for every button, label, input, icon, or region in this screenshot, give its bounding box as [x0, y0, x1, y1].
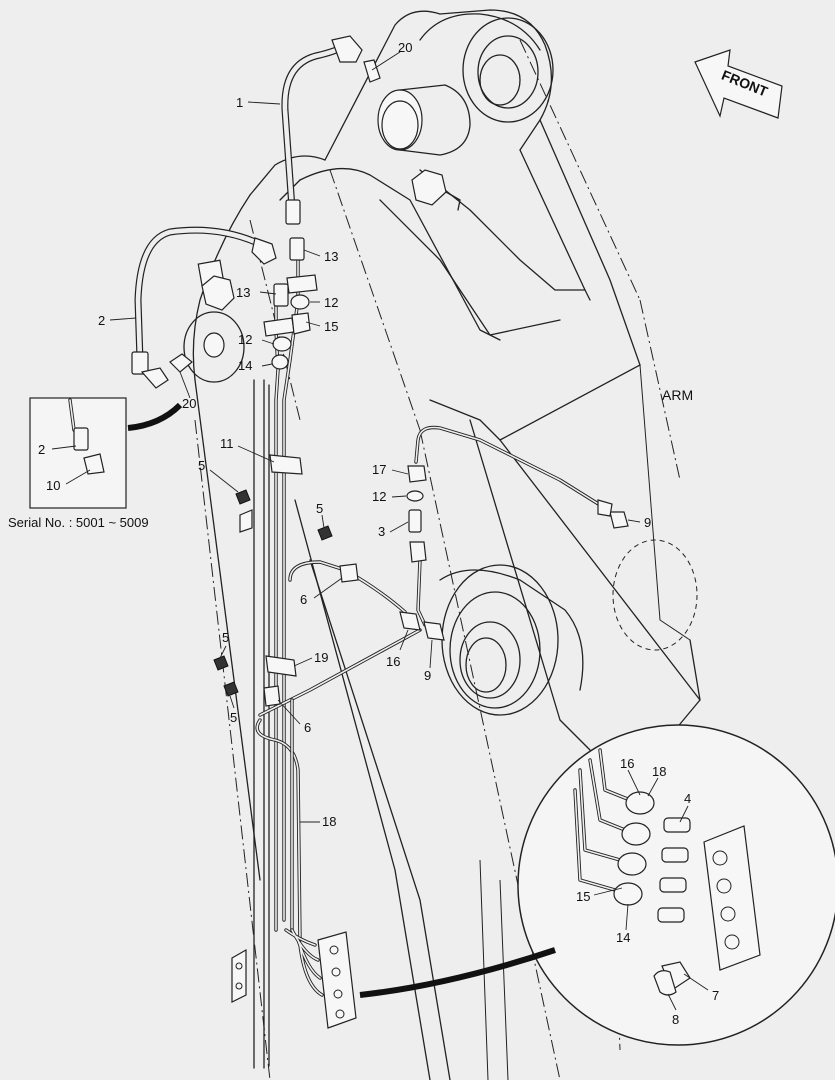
callout-2: 2 — [98, 313, 105, 328]
callout-17: 17 — [372, 462, 386, 477]
callout-14-detail: 14 — [616, 930, 630, 945]
callout-9-lower: 9 — [424, 668, 431, 683]
callout-5-lower-a: 5 — [222, 630, 229, 645]
callout-12-middle: 12 — [238, 332, 252, 347]
callout-5-lower-b: 5 — [230, 710, 237, 725]
callout-13-upper: 13 — [324, 249, 338, 264]
callout-7: 7 — [712, 988, 719, 1003]
callout-15-detail: 15 — [576, 889, 590, 904]
callout-5-upper: 5 — [198, 458, 205, 473]
callout-18-detail: 18 — [652, 764, 666, 779]
serial-inset — [29, 397, 183, 509]
callout-5-middle: 5 — [316, 501, 323, 516]
callout-10: 10 — [46, 478, 60, 493]
callout-6-upper: 6 — [300, 592, 307, 607]
callout-8: 8 — [672, 1012, 679, 1027]
hose-1 — [281, 35, 363, 225]
callout-2-inset: 2 — [38, 442, 45, 457]
callout-6-lower: 6 — [304, 720, 311, 735]
callout-16-detail: 16 — [620, 756, 634, 771]
callout-12-upper: 12 — [324, 295, 338, 310]
callout-11: 11 — [220, 436, 234, 451]
detail-circle — [359, 724, 835, 1046]
front-direction-arrow: FRONT — [694, 49, 783, 119]
callout-numbers: 20 1 13 13 12 15 12 14 2 20 2 10 11 5 17… — [38, 40, 719, 1027]
callout-13-lower: 13 — [236, 285, 250, 300]
callout-14-upper: 14 — [238, 358, 252, 373]
callout-18-main: 18 — [322, 814, 336, 829]
callout-9-right: 9 — [644, 515, 651, 530]
callout-15-upper: 15 — [324, 319, 338, 334]
serial-note: Serial No. : 5001 ~ 5009 — [8, 515, 149, 530]
fittings — [169, 59, 629, 1029]
callout-4: 4 — [684, 791, 691, 806]
callout-19: 19 — [314, 650, 328, 665]
callout-1: 1 — [236, 95, 243, 110]
callout-20-top: 20 — [398, 40, 412, 55]
arm-structure — [183, 9, 701, 1080]
hose-2 — [131, 226, 277, 389]
callout-20-lower: 20 — [182, 396, 196, 411]
leader-lines — [51, 51, 709, 1011]
callout-16-upper: 16 — [386, 654, 400, 669]
arm-label: ARM — [662, 387, 693, 403]
callout-12-lower: 12 — [372, 489, 386, 504]
callout-3: 3 — [378, 524, 385, 539]
